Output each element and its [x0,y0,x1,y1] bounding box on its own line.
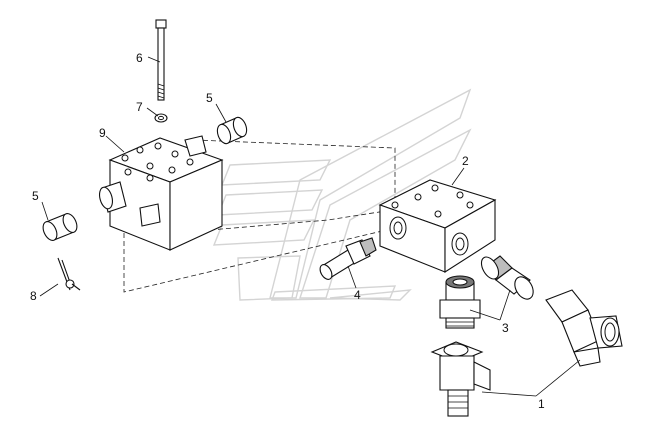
callout-5-upper: 5 [206,91,213,105]
callout-9: 9 [99,126,106,140]
callout-5-left: 5 [32,189,39,203]
tee-fitting-a-part-1 [430,341,491,417]
valve-block-part-9 [98,135,224,251]
adapter-a-part-3 [439,275,481,329]
manifold-block-part-2 [378,179,497,274]
seal-ring-left-part-5 [42,213,78,241]
callout-8: 8 [30,289,37,303]
callout-3: 3 [502,321,509,335]
callout-6: 6 [136,51,143,65]
adapter-b-part-3 [480,255,534,300]
callout-labels: 6 7 5 9 5 8 2 4 3 1 [30,51,545,411]
pin-part-8 [57,257,81,291]
watermark-logo [212,88,472,301]
hose-fitting-part-4 [319,237,377,280]
bolt-part-6 [155,19,167,101]
tee-fitting-b-part-1 [545,289,623,367]
seal-ring-upper-part-5 [216,116,248,145]
leader-lines [39,56,581,397]
callout-4: 4 [354,288,361,302]
callout-1: 1 [538,397,545,411]
callout-2: 2 [462,154,469,168]
callout-7: 7 [136,100,143,114]
assembly-dashed-lines [123,139,396,293]
